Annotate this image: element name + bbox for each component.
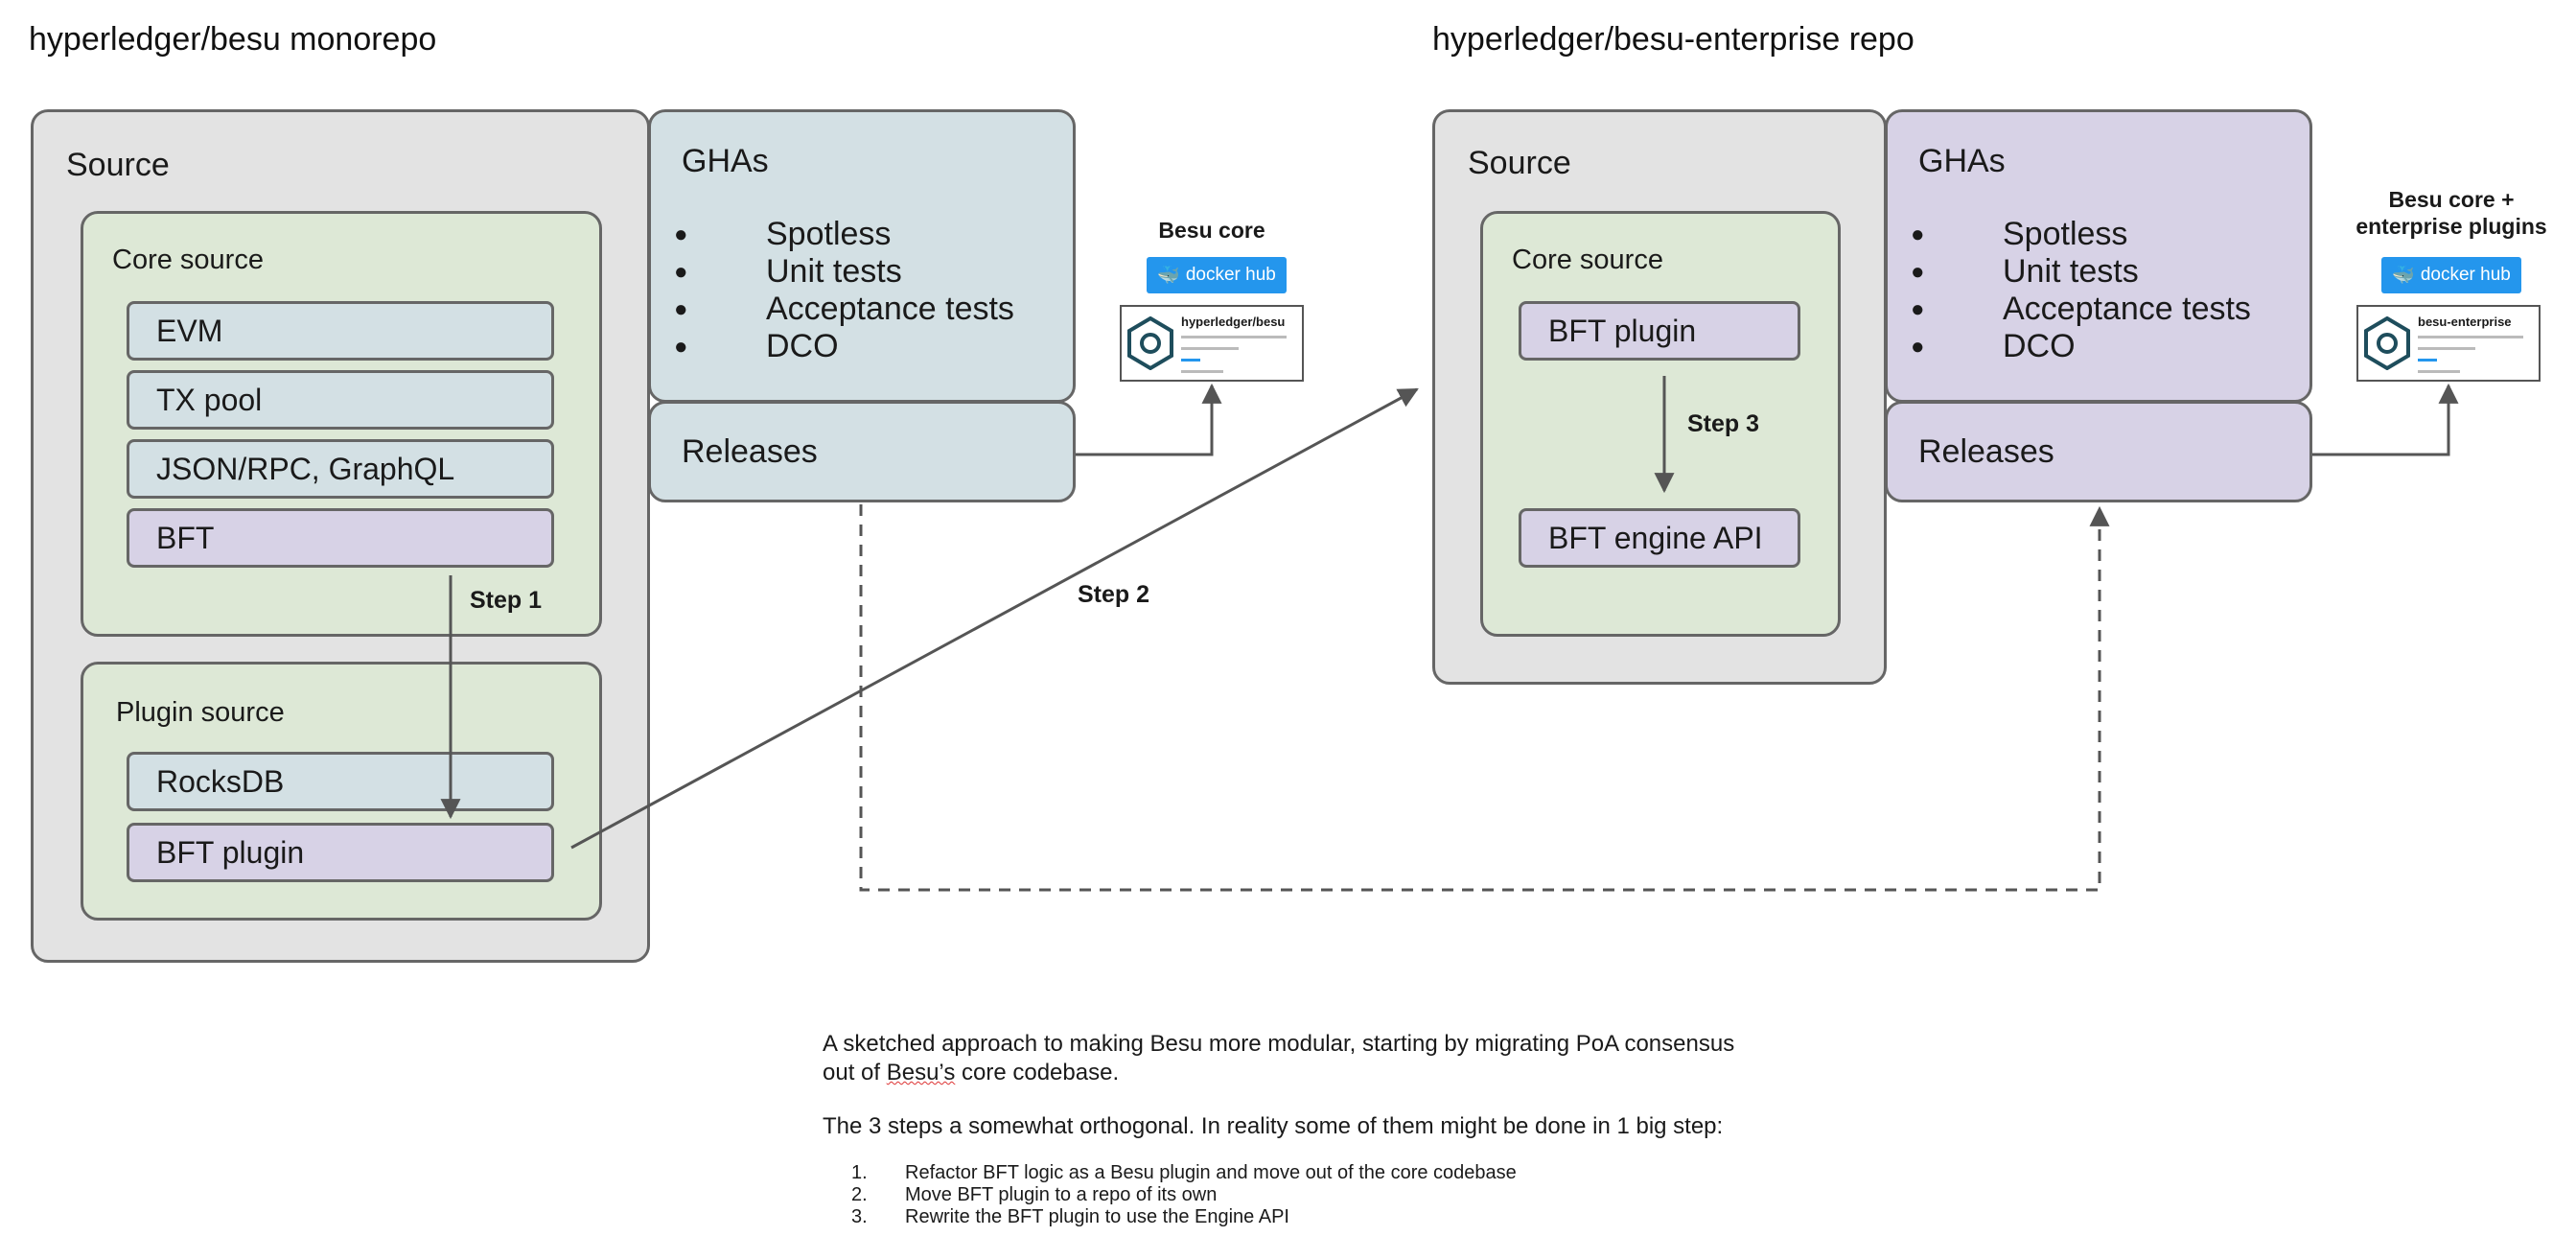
para-text: out of	[823, 1060, 887, 1085]
ghas-bullet: Unit tests	[651, 253, 1014, 291]
left-image-name: hyperledger/besu	[1181, 315, 1286, 329]
right-image-name: besu-enterprise	[2418, 315, 2512, 329]
spellcheck-marked-word: Besu’s	[886, 1060, 956, 1085]
ghas-bullet: Spotless	[1888, 216, 2251, 253]
json-rpc-graphql-item: JSON/RPC, GraphQL	[127, 439, 554, 499]
card-detail-line	[1181, 336, 1287, 338]
dockerhub-label: docker hub	[2420, 265, 2511, 285]
list-number: 3.	[851, 1206, 868, 1227]
card-detail-line	[1181, 370, 1223, 373]
left-core-source-title: Core source	[112, 245, 264, 275]
description-para2: The 3 steps a somewhat orthogonal. In re…	[823, 1113, 1724, 1139]
ghas-bullet: Spotless	[651, 216, 1014, 253]
step3-label: Step 3	[1687, 410, 1760, 437]
right-source-title: Source	[1468, 145, 1571, 181]
docker-whale-icon: 🐳	[1157, 266, 1180, 286]
right-release-label: Besu core + enterprise plugins	[2353, 186, 2550, 240]
card-tag-line	[1181, 359, 1200, 362]
step2-label: Step 2	[1078, 581, 1150, 608]
list-item: 3. Rewrite the BFT plugin to use the Engi…	[823, 1206, 1973, 1228]
step2-arrow	[570, 387, 1419, 850]
left-ghas-list: Spotless Unit tests Acceptance tests DCO	[651, 216, 1014, 365]
ghas-bullet: Acceptance tests	[1888, 291, 2251, 328]
left-release-arrow	[1076, 383, 1222, 456]
description-block: A sketched approach to making Besu more …	[823, 1030, 1973, 1228]
description-para1-line1: A sketched approach to making Besu more …	[823, 1031, 1735, 1057]
ghas-bullet: DCO	[651, 328, 1014, 365]
card-detail-line	[2418, 336, 2523, 338]
right-ghas-box: GHAs Spotless Unit tests Acceptance test…	[1885, 109, 2312, 403]
left-dockerhub-badge: 🐳 docker hub	[1147, 257, 1287, 293]
docker-whale-icon: 🐳	[2392, 266, 2415, 286]
left-releases-box: Releases	[648, 401, 1076, 502]
list-text: Rewrite the BFT plugin to use the Engine…	[905, 1206, 1289, 1227]
list-text: Refactor BFT logic as a Besu plugin and …	[905, 1162, 1517, 1183]
right-ghas-list: Spotless Unit tests Acceptance tests DCO	[1888, 216, 2251, 365]
card-detail-line	[1181, 347, 1239, 350]
description-para1-line2: out of Besu’s core codebase.	[823, 1059, 1973, 1087]
left-image-card: hyperledger/besu	[1120, 305, 1304, 382]
rocksdb-item: RocksDB	[127, 752, 554, 811]
right-release-label-line1: Besu core +	[2388, 187, 2515, 212]
list-item: 1. Refactor BFT logic as a Besu plugin an…	[823, 1162, 1973, 1184]
left-repo-title: hyperledger/besu monorepo	[29, 21, 437, 58]
right-release-label-line2: enterprise plugins	[2356, 214, 2547, 239]
list-number: 2.	[851, 1184, 868, 1205]
ghas-bullet: Unit tests	[1888, 253, 2251, 291]
card-detail-line	[2418, 347, 2475, 350]
right-ghas-title: GHAs	[1918, 143, 2006, 179]
right-core-source-title: Core source	[1512, 245, 1663, 275]
right-releases-label: Releases	[1918, 432, 2054, 470]
left-releases-label: Releases	[682, 432, 818, 470]
card-tag-line	[2418, 359, 2437, 362]
left-source-title: Source	[66, 147, 170, 183]
right-image-card: besu-enterprise	[2356, 305, 2541, 382]
ghas-bullet: Acceptance tests	[651, 291, 1014, 328]
list-text: Move BFT plugin to a repo of its own	[905, 1184, 1218, 1205]
right-bft-plugin-item: BFT plugin	[1519, 301, 1800, 361]
left-ghas-title: GHAs	[682, 143, 769, 179]
list-item: 2. Move BFT plugin to a repo of its own	[823, 1184, 1973, 1206]
right-release-arrow	[2312, 383, 2459, 456]
ghas-bullet: DCO	[1888, 328, 2251, 365]
tx-pool-item: TX pool	[127, 370, 554, 430]
bft-item: BFT	[127, 508, 554, 568]
left-release-label: Besu core	[1158, 218, 1265, 243]
para-text: core codebase.	[955, 1060, 1120, 1085]
right-dockerhub-badge: 🐳 docker hub	[2381, 257, 2521, 293]
right-releases-box: Releases	[1885, 401, 2312, 502]
card-detail-line	[2418, 370, 2460, 373]
besu-logo-icon	[1127, 316, 1173, 370]
right-repo-title: hyperledger/besu-enterprise repo	[1432, 21, 1915, 58]
left-bft-plugin-item: BFT plugin	[127, 823, 554, 882]
bft-engine-api-item: BFT engine API	[1519, 508, 1800, 568]
dockerhub-label: docker hub	[1185, 265, 1276, 285]
step1-label: Step 1	[470, 587, 543, 614]
spacer	[823, 1141, 1973, 1162]
left-ghas-box: GHAs Spotless Unit tests Acceptance test…	[648, 109, 1076, 403]
description-steps-list: 1. Refactor BFT logic as a Besu plugin an…	[823, 1162, 1973, 1228]
besu-logo-icon	[2364, 316, 2410, 370]
list-number: 1.	[851, 1162, 868, 1183]
spacer	[823, 1087, 1973, 1112]
dashed-release-connector	[859, 504, 2110, 892]
left-plugin-source-title: Plugin source	[116, 697, 285, 728]
evm-item: EVM	[127, 301, 554, 361]
